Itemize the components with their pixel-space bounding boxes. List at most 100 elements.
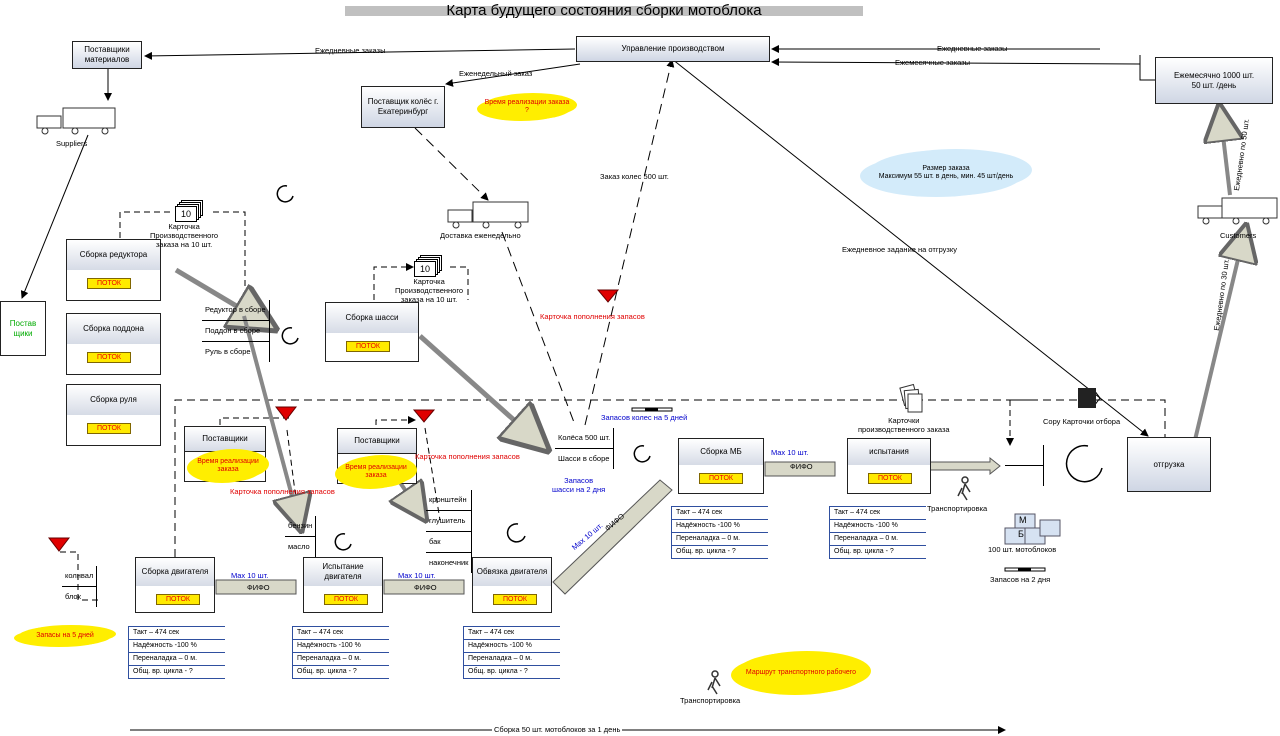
data-box-mb-assembly: Такт – 474 сек Надёжность -100 % Перенал… [671,506,768,559]
process-testing: испытания ПОТОК [847,438,931,494]
data-row: Надёжность -100 % [830,520,926,533]
inventory-item: наконечник [429,558,469,567]
replenish-card-1-label: Карточка пополнения запасов [230,487,335,496]
process-steering-title: Сборка руля [67,385,160,416]
data-row: Общ. вр. цикла - ? [133,668,193,675]
data-row: Переналадка – 0 м. [464,653,560,666]
transport-label-1: Транспортировка [927,504,988,513]
inventory-item: Поддон в сборе [202,321,269,342]
transport-label-2: Транспортировка [680,696,741,705]
daily-orders-left-label: Ежедневные заказы [315,46,386,55]
process-engine-assembly: Сборка двигателя ПОТОК [135,557,215,613]
data-box-engine-test: Такт – 474 сек Надёжность -100 % Перенал… [292,626,389,679]
flow-label: ПОТОК [87,423,131,434]
data-row: Переналадка – 0 м. [293,653,389,666]
process-engine-test: Испытание двигателя ПОТОК [303,557,383,613]
inventory-item: масло [288,542,310,551]
data-row: Общ. вр. цикла - ? [468,668,528,675]
chassis-stock-label: Запасов шасси на 2 дня [552,476,606,494]
suppliers-materials-box: Поставщики материалов [72,41,142,69]
fifo-label-2: ФИФО [414,583,437,592]
shelf-slot [1005,445,1043,466]
kanban-card-reducer-label: Карточка Производственного заказа на 10 … [150,222,219,249]
data-box-testing: Такт – 474 сек Надёжность -100 % Перенал… [829,506,926,559]
process-engine-dress-title: Обвязка двигателя [473,558,551,587]
process-chassis: Сборка шасси ПОТОК [325,302,419,362]
inventory-item: блок [65,592,81,601]
inventory-item: бак [426,532,472,553]
monthly-customer-box: Ежемесячно 1000 шт. 50 шт. /день [1155,57,1273,104]
flow-label: ПОТОК [87,352,131,363]
process-pallet: Сборка поддона ПОТОК [66,313,161,375]
suppliers-truck-label: Suppliers [56,139,88,148]
data-row: Общ. вр. цикла - ? [297,668,357,675]
finished-goods-letter-b: Б [1018,529,1024,539]
data-row: Такт – 474 сек [293,627,389,640]
inventory-supplier-1: бензин масло [285,516,317,557]
inventory-item: Редуктор в сборе [202,300,269,321]
data-row: Переналадка – 0 м. [129,653,225,666]
flow-label: ПОТОК [868,473,912,484]
data-row: Надёжность -100 % [464,640,560,653]
finished-goods-label: 100 шт. мотоблоков [988,545,1057,554]
inventory-supplier-2: кронштейн глушитель бак наконечник [426,490,473,573]
process-shipping: отгрузка [1127,437,1211,492]
customers-truck-label: Customers [1220,231,1257,240]
order-size-text: Размер заказа Максимум 55 шт. в день, ми… [878,165,1014,180]
flow-label: ПОТОК [87,278,131,289]
process-pallet-title: Сборка поддона [67,314,160,345]
wheel-supplier-box: Поставщик колёс г. Екатеринбург [361,86,445,128]
replenish-card-main-label: Карточка пополнения запасов [540,312,645,321]
process-mb-assembly: Сборка МБ ПОТОК [678,438,764,494]
data-row: Переналадка – 0 м. [830,533,926,546]
order-size-cloud: Размер заказа Максимум 55 шт. в день, ми… [868,150,1024,196]
data-row: Такт – 474 сек [672,507,768,520]
data-box-engine-assembly: Такт – 474 сек Надёжность -100 % Перенал… [128,626,225,679]
max10-label-4: Max 10 шт. [771,448,809,457]
inventory-item: колнвал [62,566,97,587]
process-steering: Сборка руля ПОТОК [66,384,161,446]
weekly-delivery-label: Доставка еженедельно [440,231,521,240]
process-chassis-title: Сборка шасси [326,303,418,334]
data-row: Надёжность -100 % [293,640,389,653]
inventory-chassis-side: Колёса 500 шт. Шасси в сборе [555,428,615,469]
inventory-reducer-side: Редуктор в сборе Поддон в сборе Руль в с… [202,300,270,362]
monthly-orders-label: Ежемесячные заказы [895,58,970,67]
kanban-card-icon: 10 [414,261,436,277]
monthly-customer-text: Ежемесячно 1000 шт. 50 шт. /день [1173,70,1255,90]
stock-5days-cloud: Запасы на 5 дней [19,626,111,646]
process-reducer-title: Сборка редуктора [67,240,160,271]
inventory-item: Колёса 500 шт. [555,428,614,449]
production-control-box: Управление производством [576,36,770,62]
pick-cards-label: Сору Карточки отбора [1043,417,1121,426]
supplier-box-2-title: Поставщики [338,429,416,454]
finished-goods-shelf [1005,445,1044,486]
process-engine-assembly-title: Сборка двигателя [136,558,214,587]
supplier-box-1-title: Поставщики [185,427,265,452]
process-engine-dress: Обвязка двигателя ПОТОК [472,557,552,613]
inventory-engine-items: колнвал блок [62,566,98,607]
flow-label: ПОТОК [493,594,537,605]
process-reducer: Сборка редуктора ПОТОК [66,239,161,301]
data-box-engine-dress: Такт – 474 сек Надёжность -100 % Перенал… [463,626,560,679]
flow-label: ПОТОК [699,473,743,484]
wheel-order-label: Заказ колес 500 шт. [600,172,669,181]
title-bar [345,6,863,16]
data-row: Переналадка – 0 м. [672,533,768,546]
flow-label: ПОТОК [346,341,390,352]
data-row: Такт – 474 сек [830,507,926,520]
daily-shipping-task-label: Ежедневное задание на отгрузку [842,245,957,254]
production-cards-label: Карточки производственного заказа [858,416,950,434]
kanban-card-icon: 10 [175,206,197,222]
inventory-item: Руль в сборе [205,347,251,356]
finished-goods-letter-m: М [1019,515,1027,525]
flow-label: ПОТОК [324,594,368,605]
wheel-stock-label: Запасов колес на 5 дней [601,413,688,422]
flow-label: ПОТОК [156,594,200,605]
data-row: Надёжность -100 % [129,640,225,653]
fifo-label-4: ФИФО [790,462,813,471]
suppliers-green-box: Постав щики [0,301,46,356]
process-mb-assembly-title: Сборка МБ [679,439,763,466]
weekly-order-label: Еженедельный заказ [459,69,533,78]
lead-time-cloud-1: Время реализации заказа [192,450,264,482]
